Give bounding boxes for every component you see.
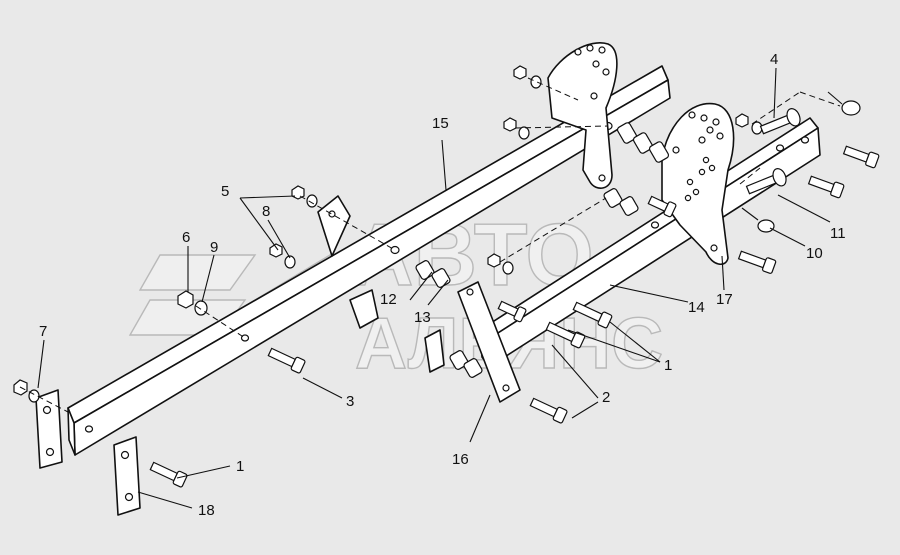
callout-7: 7 <box>39 323 47 340</box>
nut <box>177 290 194 309</box>
link-plate-left <box>35 389 63 469</box>
washer <box>530 75 542 89</box>
pin <box>759 108 801 135</box>
nut <box>269 243 283 258</box>
beam-hole <box>390 245 400 255</box>
bolt <box>497 300 527 323</box>
bolts <box>149 145 880 488</box>
pins-and-clips <box>741 91 861 233</box>
callout-6: 6 <box>182 229 190 246</box>
callout-1: 1 <box>664 357 672 374</box>
beam-hole <box>650 221 660 229</box>
callout-8: 8 <box>262 203 270 220</box>
leader-lines <box>37 67 831 509</box>
beam-hole <box>240 334 250 342</box>
nuts-and-washers <box>13 65 763 403</box>
bolt <box>572 301 613 329</box>
nut <box>735 113 749 128</box>
callout-2: 2 <box>602 389 610 406</box>
lower-bracket-assembly <box>349 260 521 403</box>
callout-15: 15 <box>432 115 449 132</box>
callout-13: 13 <box>414 309 431 326</box>
bolt <box>807 175 845 199</box>
bolt <box>149 461 188 488</box>
nut <box>513 65 527 80</box>
callout-4: 4 <box>770 51 778 68</box>
callout-12: 12 <box>380 291 397 308</box>
washer <box>306 194 318 208</box>
clip-ring <box>841 100 861 116</box>
callout-3: 3 <box>346 393 354 410</box>
bolt <box>737 250 777 274</box>
upper-bracket-plate <box>547 42 618 189</box>
beam-hole <box>800 136 810 144</box>
washer <box>751 121 763 135</box>
washer <box>28 389 40 403</box>
lynch-pin-clip <box>827 91 861 116</box>
beam-hole <box>84 425 94 433</box>
bolt <box>545 321 586 349</box>
spacer-set-upper <box>603 122 670 216</box>
washer <box>194 300 208 316</box>
callout-11: 11 <box>830 225 846 242</box>
bolt <box>267 347 306 374</box>
bolt <box>529 397 568 424</box>
link-plate-lower <box>113 436 141 516</box>
bolt <box>647 195 677 218</box>
spacer <box>463 358 483 378</box>
beam-hole <box>775 144 785 152</box>
front-bracket-plate <box>661 102 735 265</box>
callout-5: 5 <box>221 183 229 200</box>
callout-17: 17 <box>716 291 733 308</box>
washer <box>284 255 296 269</box>
assembly-lines <box>19 77 841 413</box>
nut <box>487 253 501 268</box>
callout-16: 16 <box>452 451 469 468</box>
callout-1: 1 <box>236 458 244 475</box>
pin <box>745 168 787 195</box>
bolt <box>842 145 880 169</box>
clip-ring <box>757 219 775 233</box>
callout-14: 14 <box>688 299 705 316</box>
callout-labels: 1 1 2 3 4 5 6 7 8 9 10 11 12 13 14 15 16… <box>39 51 846 519</box>
small-plate <box>317 195 351 257</box>
lynch-pin-clip <box>741 207 775 233</box>
callout-18: 18 <box>198 502 215 519</box>
watermark-line1: АВТО <box>350 205 594 304</box>
nut <box>503 117 517 132</box>
main-beam <box>67 65 671 456</box>
callout-9: 9 <box>210 239 218 256</box>
callout-10: 10 <box>806 245 823 262</box>
washer <box>518 126 530 140</box>
washer <box>502 261 514 275</box>
